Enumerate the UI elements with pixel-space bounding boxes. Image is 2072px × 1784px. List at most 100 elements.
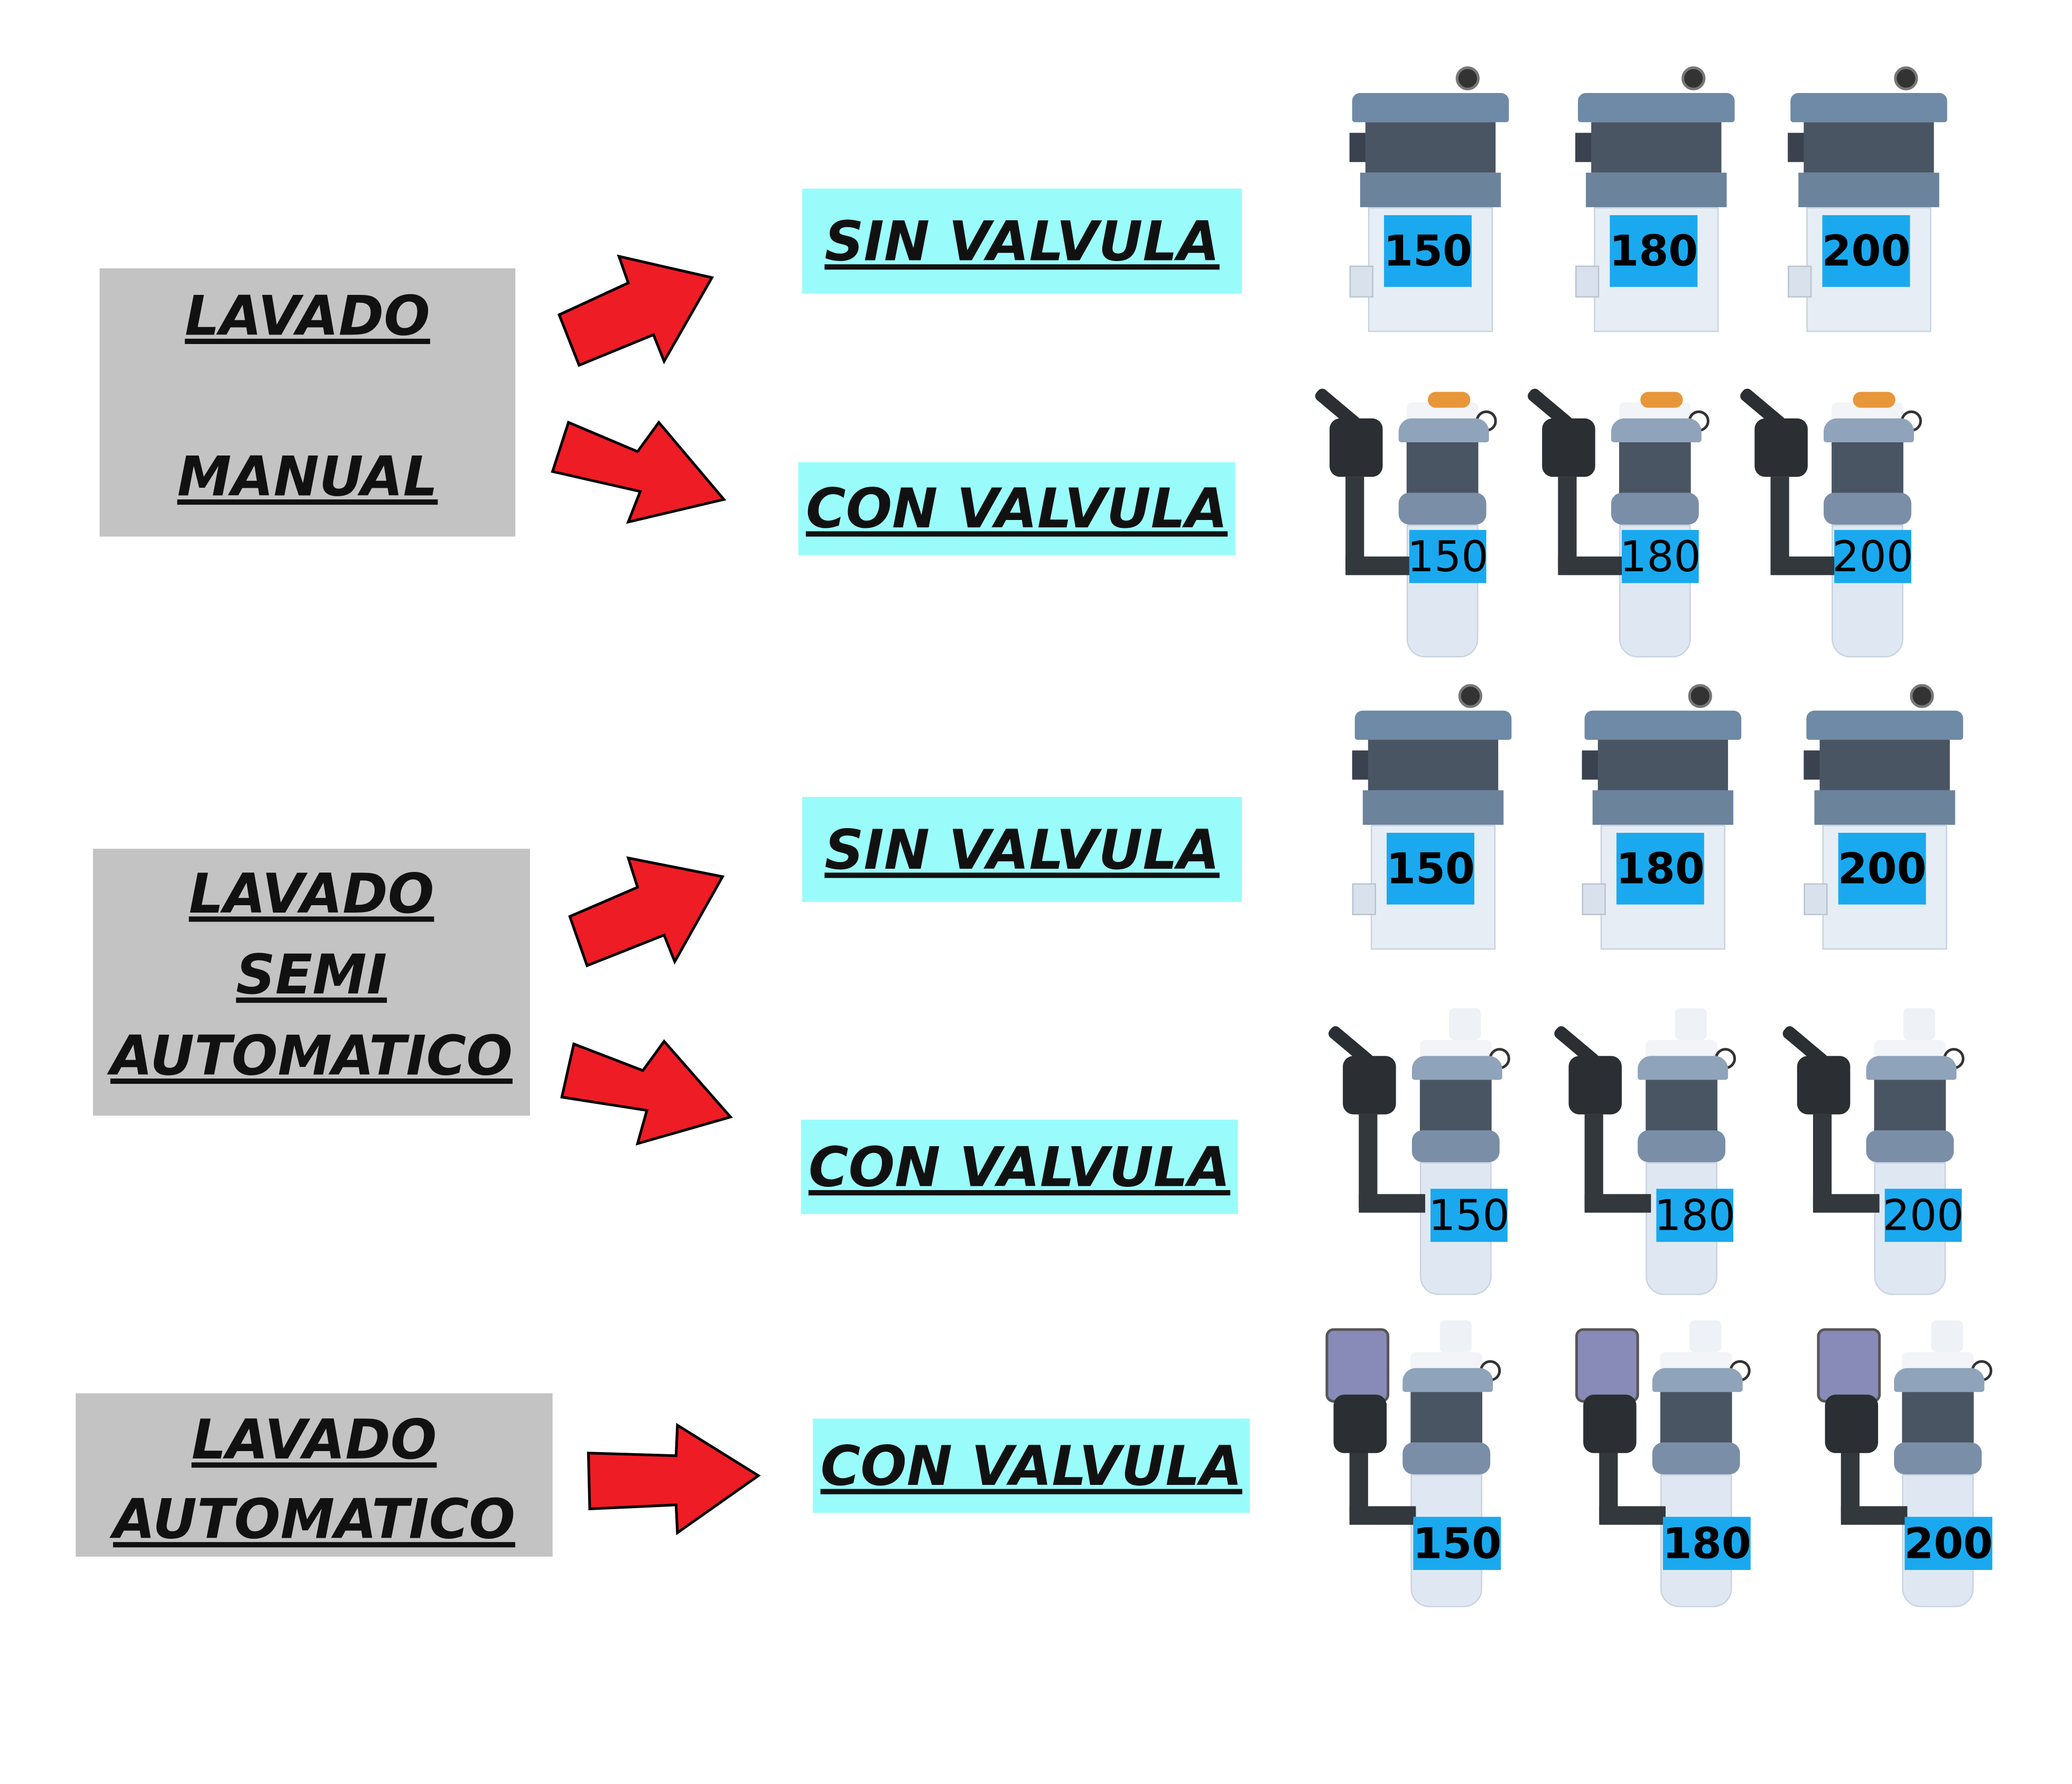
filter-cartridge [1804,122,1934,173]
filter-cap [1449,1008,1481,1040]
arrow-icon [560,1039,733,1146]
filter-con-manual-150: 150 [1313,378,1497,658]
filter-cap [1428,392,1471,408]
filter-band [1638,1130,1726,1163]
size-tag: 180 [1620,529,1701,583]
filter-cap [1931,1320,1963,1352]
filter-cap [1675,1008,1707,1040]
valve-icon [1333,1395,1387,1453]
pipe [1359,1114,1378,1207]
outlet-port [1788,265,1812,298]
outlet-port [1575,265,1600,298]
pressure-gauge-icon [1458,684,1483,708]
valve-icon [1330,418,1383,477]
pipe [1558,477,1577,570]
filter-band [1611,493,1699,525]
filter-cartridge [1591,122,1722,173]
pipe [1599,1506,1666,1525]
filter-band [1814,790,1955,825]
filter-con-auto-180: 180 [1575,1320,1751,1608]
size-tag: 150 [1428,1188,1510,1242]
filter-cartridge [1874,1080,1946,1133]
filter-band [1652,1442,1740,1474]
size-tag: 200 [1883,1188,1964,1242]
size-tag: 200 [1822,215,1910,287]
filter-lid-ring [1638,1056,1729,1080]
size-tag: 180 [1616,832,1705,905]
filter-cartridge [1660,1392,1732,1445]
pipe [1770,556,1837,575]
filter-cartridge [1368,740,1499,791]
pipe [1584,1194,1651,1213]
pipe [1345,556,1412,575]
filter-band [1362,790,1504,825]
group-box-manual: LAVADO MANUAL [99,268,516,537]
group-label-line: MANUAL [177,445,438,509]
outlet-port [1352,883,1376,915]
option-label: SIN VALVULA [802,797,1242,902]
size-tag: 200 [1832,529,1913,583]
filter-band [1586,172,1727,208]
automatic-controller-icon [1575,1328,1639,1403]
size-tag: 200 [1838,832,1927,905]
pipe [1841,1506,1908,1525]
size-tag: 150 [1407,529,1488,583]
arrow-icon [568,856,725,968]
pipe [1359,1194,1425,1213]
filter-cap [1903,1008,1936,1040]
filter-band [1360,172,1501,208]
filter-band [1411,1130,1500,1163]
filter-sin-180: 180 [1567,53,1740,332]
filter-con-semi-200: 200 [1780,1008,1965,1295]
filter-band [1592,790,1734,825]
size-tag: 150 [1413,1517,1501,1570]
group-label-line: LAVADO [189,862,434,926]
filter-sin-200: 200 [1796,671,1968,950]
filter-cartridge [1819,740,1950,791]
size-tag: 200 [1904,1517,1993,1570]
pressure-gauge-icon [1894,66,1918,90]
filter-cartridge [1365,122,1496,173]
size-tag: 180 [1654,1188,1735,1242]
size-tag: 180 [1662,1517,1751,1570]
filter-cartridge [1406,442,1479,496]
pipe [1349,1506,1416,1525]
valve-icon [1583,1395,1637,1453]
filter-band [1798,172,1939,208]
filter-lid-ring [1411,1056,1502,1080]
filter-lid-ring [1866,1056,1957,1080]
filter-sin-180: 180 [1574,671,1746,950]
filter-band [1866,1130,1954,1163]
filter-lid [1584,710,1742,740]
filter-sin-150: 150 [1344,671,1517,950]
group-label-line: LAVADO [191,1408,437,1472]
filter-lid-ring [1402,1368,1493,1392]
filter-cartridge [1597,740,1729,791]
outlet-port [1349,265,1373,298]
valve-icon [1797,1056,1851,1114]
filter-lid [1790,92,1947,123]
filter-sin-200: 200 [1780,53,1953,332]
group-label-line: SEMI [236,943,387,1007]
filter-cartridge [1619,442,1691,496]
option-label: CON VALVULA [813,1418,1250,1513]
filter-cap [1439,1320,1472,1352]
filter-cartridge [1419,1080,1492,1133]
option-label: CON VALVULA [798,462,1235,555]
filter-band [1824,493,1911,525]
filter-cartridge [1832,442,1903,496]
valve-icon [1343,1056,1396,1114]
pressure-gauge-icon [1681,66,1706,90]
filter-cap [1640,392,1683,408]
valve-icon [1825,1395,1879,1453]
filter-lid-ring [1894,1368,1985,1392]
filter-cartridge [1902,1392,1974,1445]
group-label-line: AUTOMATICO [110,1024,513,1088]
group-box-automatic: LAVADO AUTOMATICO [76,1393,553,1557]
filter-band [1894,1442,1982,1474]
arrow-icon [557,254,714,367]
filter-cartridge [1410,1392,1483,1445]
option-label: CON VALVULA [801,1119,1238,1214]
